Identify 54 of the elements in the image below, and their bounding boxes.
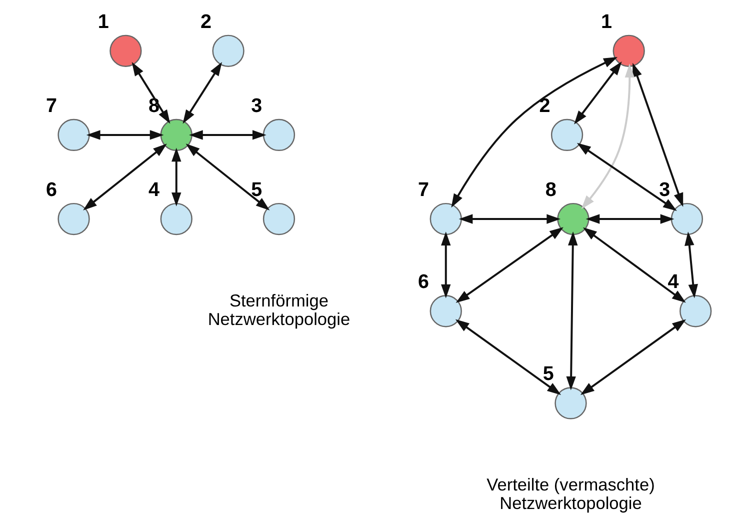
arrow (684, 232, 698, 298)
arrow (580, 64, 634, 210)
node-circle (212, 34, 244, 67)
node-circle (262, 202, 295, 236)
node-circle (670, 202, 703, 236)
arrow (86, 130, 164, 140)
node-label: 6 (45, 178, 56, 201)
arrow (566, 232, 578, 390)
node-label: 1 (600, 10, 612, 33)
arrow (450, 56, 618, 208)
node-circle (550, 118, 583, 152)
arrow (582, 227, 686, 303)
node-circle (57, 118, 90, 152)
node-circle (429, 295, 462, 328)
arrow (131, 62, 170, 124)
node-label: 8 (544, 178, 556, 201)
arrow (574, 61, 622, 124)
node-circle (554, 387, 586, 420)
node-circle (679, 295, 712, 328)
arrow (455, 227, 563, 303)
node-circle (57, 202, 90, 236)
node-label: 3 (250, 94, 262, 117)
node-label: 4 (148, 178, 160, 201)
arrow (585, 214, 674, 224)
arrow (82, 144, 166, 210)
arrow (632, 62, 683, 207)
node-label: 7 (45, 94, 56, 117)
node-label: 3 (658, 178, 670, 201)
node-circle (612, 34, 644, 67)
arrow (182, 62, 222, 124)
arrow (576, 142, 676, 211)
node-label: 6 (418, 271, 429, 294)
node-label: 2 (538, 94, 550, 117)
arrow (440, 232, 450, 298)
node-label: 4 (667, 271, 678, 294)
node-circle (160, 202, 192, 236)
node-circle (262, 118, 295, 152)
arrow (580, 319, 686, 396)
node-circle (429, 202, 462, 236)
arrow (454, 319, 561, 396)
node-circle (160, 118, 192, 152)
node-label: 5 (250, 178, 262, 201)
node-circle (109, 34, 142, 67)
label: Sternförmige Netzwerktopologie (207, 290, 350, 329)
node-label: 1 (97, 10, 108, 33)
node-label: 7 (418, 178, 429, 201)
arrow (171, 148, 181, 206)
node-label: 2 (200, 10, 211, 33)
arrow (458, 214, 560, 224)
node-label: 5 (542, 363, 554, 386)
arrow (188, 130, 266, 140)
arrow (185, 144, 270, 210)
node-circle (556, 202, 589, 236)
label: Verteilte (vermaschte) Netzwerktopologie (486, 474, 654, 514)
